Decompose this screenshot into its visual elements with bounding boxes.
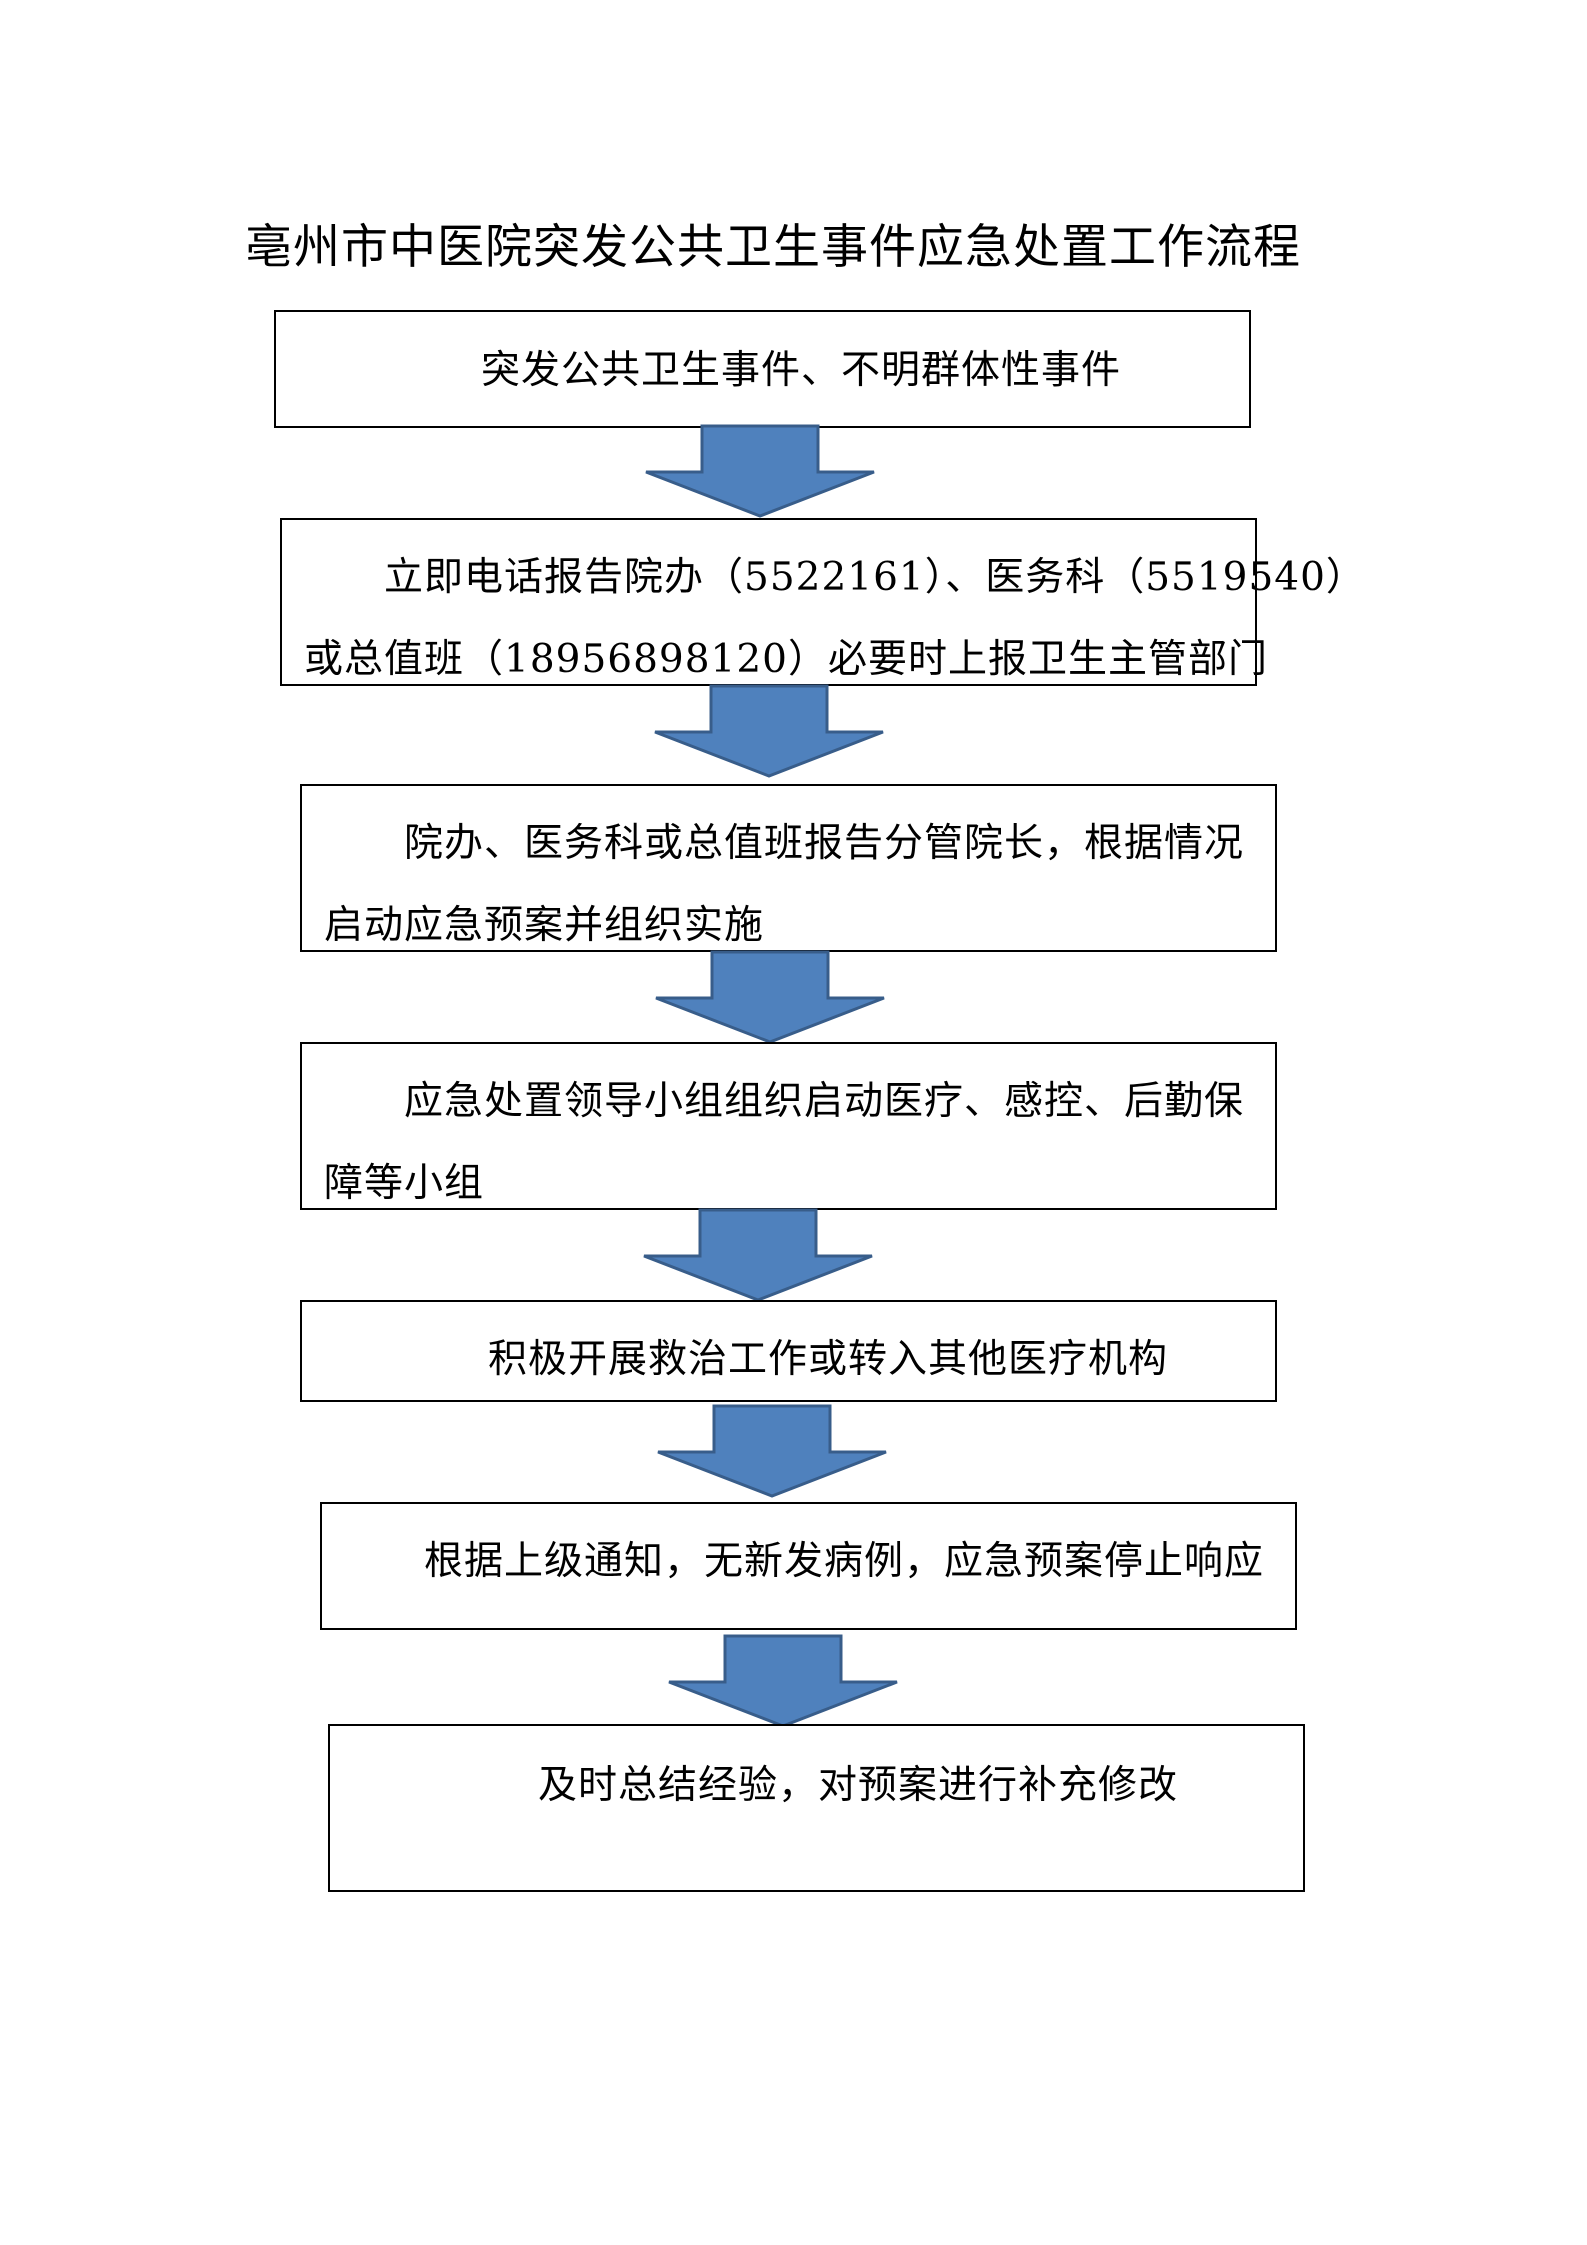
flow-step-1: 突发公共卫生事件、不明群体性事件: [274, 310, 1251, 428]
step-4-text-line-1: 应急处置领导小组组织启动医疗、感控、后勤保: [404, 1079, 1245, 1124]
step-3-text-line-1: 院办、医务科或总值班报告分管院长，根据情况: [404, 821, 1245, 866]
page-title: 亳州市中医院突发公共卫生事件应急处置工作流程: [245, 220, 1301, 275]
flow-step-4: 应急处置领导小组组织启动医疗、感控、后勤保 障等小组: [300, 1042, 1277, 1210]
step-7-text: 及时总结经验，对预案进行补充修改: [538, 1763, 1179, 1808]
step-5-text: 积极开展救治工作或转入其他医疗机构: [488, 1337, 1169, 1382]
down-arrow-icon: [656, 1404, 888, 1498]
step-2-text-line-1: 立即电话报告院办（5522161）、医务科（5519540）: [384, 555, 1366, 600]
step-4-text-line-2: 障等小组: [324, 1161, 485, 1206]
down-arrow-icon: [654, 950, 886, 1044]
flow-step-3: 院办、医务科或总值班报告分管院长，根据情况 启动应急预案并组织实施: [300, 784, 1277, 952]
step-1-text: 突发公共卫生事件、不明群体性事件: [481, 348, 1122, 393]
flow-step-5: 积极开展救治工作或转入其他医疗机构: [300, 1300, 1277, 1402]
down-arrow-icon: [642, 1208, 874, 1302]
down-arrow-icon: [653, 684, 885, 778]
down-arrow-icon: [667, 1634, 899, 1728]
step-3-text-line-2: 启动应急预案并组织实施: [324, 903, 765, 948]
step-2-text-line-2: 或总值班（18956898120）必要时上报卫生主管部门: [304, 637, 1268, 682]
flow-step-6: 根据上级通知，无新发病例，应急预案停止响应: [320, 1502, 1297, 1630]
flow-step-2: 立即电话报告院办（5522161）、医务科（5519540） 或总值班（1895…: [280, 518, 1365, 686]
step-6-text: 根据上级通知，无新发病例，应急预案停止响应: [424, 1539, 1265, 1584]
flow-step-7: 及时总结经验，对预案进行补充修改: [328, 1724, 1305, 1892]
down-arrow-icon: [644, 424, 876, 518]
